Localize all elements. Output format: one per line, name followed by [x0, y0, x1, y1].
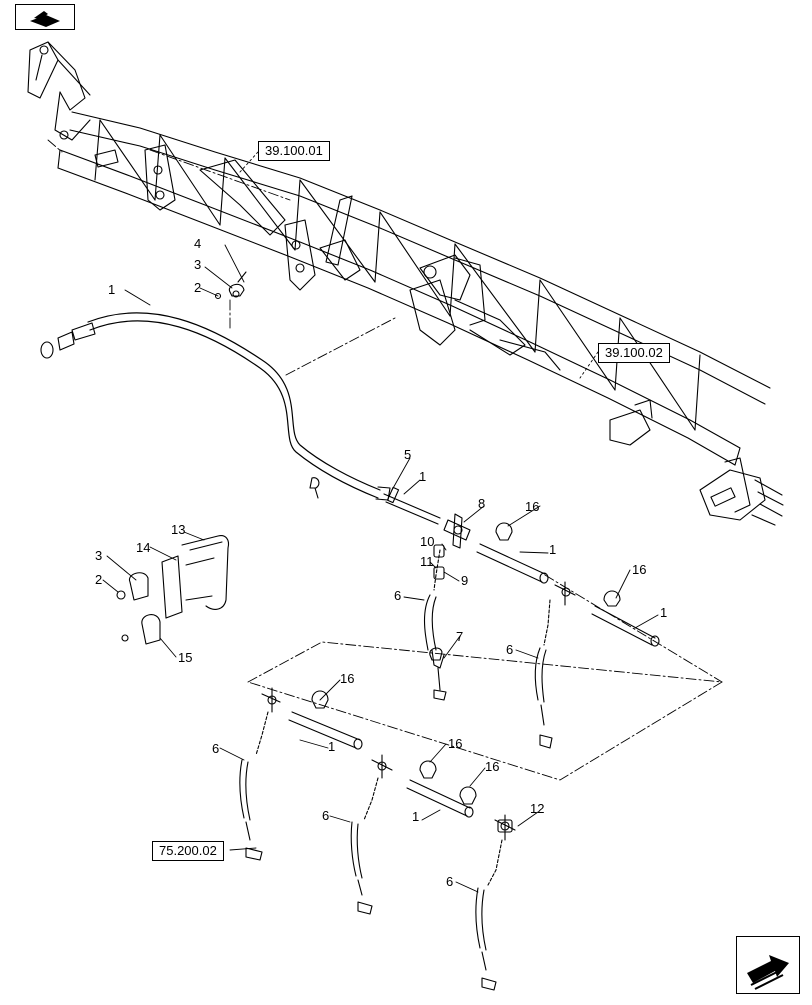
callout-8: 8 [478, 496, 486, 511]
callout-6: 6 [322, 808, 330, 823]
callout-10: 10 [420, 534, 435, 549]
book-arrow-glyph [30, 11, 60, 27]
callout-4: 4 [194, 236, 202, 251]
callout-7: 7 [456, 629, 464, 644]
ref-frame-right[interactable]: 39.100.02 [598, 343, 670, 364]
callout-16: 16 [448, 736, 463, 751]
boom-frame [27, 41, 784, 526]
callout-6: 6 [394, 588, 402, 603]
callout-6: 6 [446, 874, 454, 889]
callout-9: 9 [461, 573, 469, 588]
callout-5: 5 [404, 447, 412, 462]
boom-hose-segments [288, 486, 660, 818]
drop-hoses [239, 549, 553, 991]
callout-6: 6 [506, 642, 514, 657]
callout-13: 13 [171, 522, 186, 537]
callout-16: 16 [525, 499, 540, 514]
mounting-bracket [116, 535, 230, 645]
callout-2: 2 [194, 280, 202, 295]
callout-12: 12 [530, 801, 545, 816]
callout-leaders [102, 244, 659, 893]
callout-1: 1 [660, 605, 668, 620]
callout-1: 1 [419, 469, 427, 484]
callout-1: 1 [549, 542, 557, 557]
callout-1: 1 [328, 739, 336, 754]
callout-14: 14 [136, 540, 151, 555]
callout-3: 3 [95, 548, 103, 563]
next-page-arrow-icon[interactable] [736, 936, 800, 994]
callout-2: 2 [95, 572, 103, 587]
ref-lower-section[interactable]: 75.200.02 [152, 841, 224, 862]
callout-16: 16 [485, 759, 500, 774]
callout-16: 16 [340, 671, 355, 686]
section-outline [47, 139, 723, 781]
callout-1: 1 [108, 282, 116, 297]
next-arrow-glyph [747, 955, 789, 990]
hose-clamps [311, 522, 621, 805]
callout-1: 1 [412, 809, 420, 824]
callout-3: 3 [194, 257, 202, 272]
callout-6: 6 [212, 741, 220, 756]
main-hose [40, 312, 391, 501]
ref-frame-center[interactable]: 39.100.01 [258, 141, 330, 162]
callout-16: 16 [632, 562, 647, 577]
callout-15: 15 [178, 650, 193, 665]
callout-11: 11 [420, 554, 434, 569]
book-arrow-icon[interactable] [15, 4, 75, 30]
